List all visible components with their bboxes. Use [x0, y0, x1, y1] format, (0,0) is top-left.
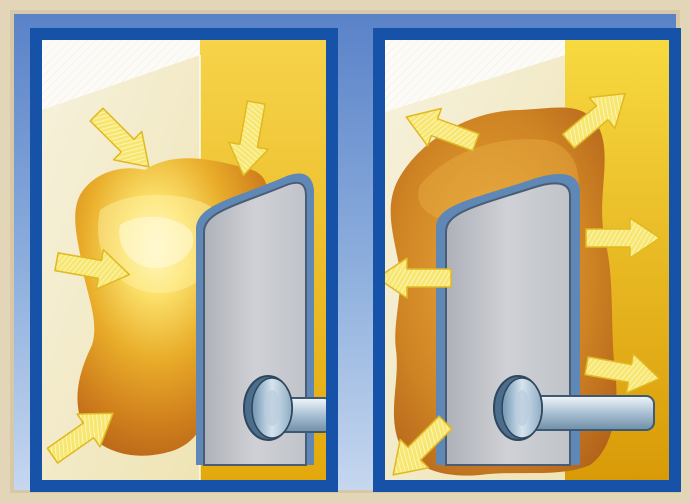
panel-right [377, 34, 675, 489]
panel-left [36, 34, 332, 486]
door-left [196, 174, 332, 465]
